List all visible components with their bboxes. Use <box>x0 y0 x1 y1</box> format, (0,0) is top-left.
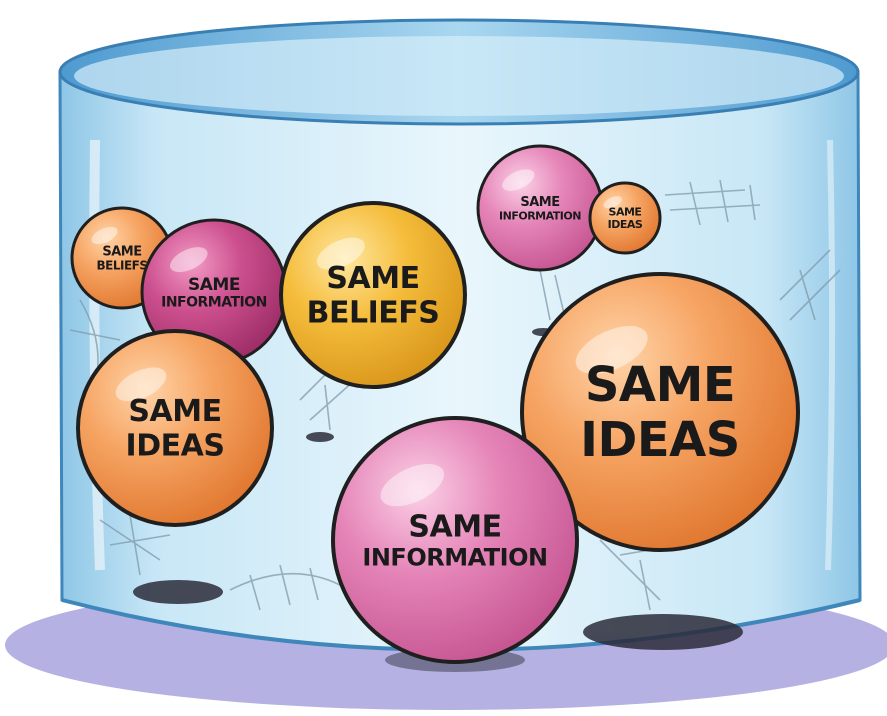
ball-sphere <box>520 272 800 552</box>
ball-label-line: BELIEFS <box>307 296 440 331</box>
jar-opening <box>74 36 844 116</box>
ball-highlight <box>603 196 622 209</box>
ball-label-line: INFORMATION <box>161 295 267 311</box>
ball-highlight <box>380 463 445 507</box>
ball-highlight <box>170 247 208 273</box>
balls-layer: SAMEBELIEFSSAMEINFORMATIONSAMEBELIEFSSAM… <box>70 144 800 664</box>
ball-label-line: SAME <box>102 245 141 260</box>
ball-label-line: SAME <box>520 195 559 210</box>
ball-highlight <box>115 367 167 402</box>
ball-label-line: SAME <box>408 510 501 545</box>
ball-highlight <box>502 169 535 191</box>
ball-label-line: IDEAS <box>608 218 643 231</box>
ball-label-line: IDEAS <box>126 429 225 464</box>
ball-sphere <box>279 201 467 389</box>
ball-label-line: SAME <box>609 205 642 218</box>
ball-sphere <box>331 416 579 664</box>
ball-label-line: IDEAS <box>580 412 740 468</box>
ball-sphere <box>76 329 274 527</box>
ball-label-line: SAME <box>188 275 240 295</box>
ball-label-line: BELIEFS <box>97 259 148 273</box>
ball-highlight <box>91 226 118 245</box>
ball-label-line: SAME <box>585 357 735 413</box>
ball-sphere <box>588 181 662 255</box>
glass-highlight <box>89 139 105 571</box>
motion-scribbles <box>69 179 841 611</box>
ball-highlight <box>316 237 365 270</box>
ball-label-line: SAME <box>326 261 419 296</box>
ball-highlight <box>575 325 648 374</box>
ball-label-line: INFORMATION <box>499 209 581 222</box>
ball-label-line: SAME <box>128 394 221 429</box>
ball-label-line: INFORMATION <box>362 544 547 572</box>
glass-highlight-right <box>825 139 836 571</box>
